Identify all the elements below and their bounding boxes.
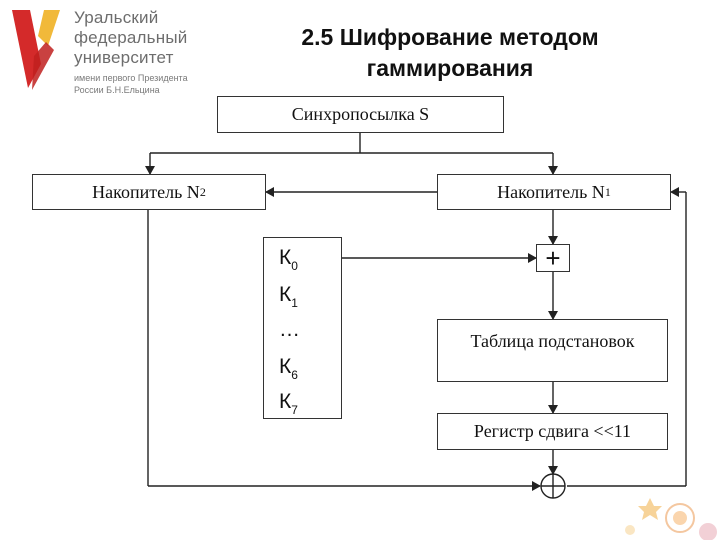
shift-register-box: Регистр сдвига <<11 <box>437 413 668 450</box>
adder-box: + <box>536 242 570 273</box>
n1-label: Накопитель N <box>497 181 605 202</box>
logo-text-line3: университет <box>74 48 174 67</box>
sbox-label: Таблица подстановок <box>470 331 635 351</box>
sync-label: Синхропосылка S <box>291 104 430 124</box>
key-1-sub: 1 <box>291 296 298 310</box>
logo-dark-shape <box>32 42 54 90</box>
key-1: К1 <box>279 283 298 310</box>
key-ellipsis: … <box>279 318 300 345</box>
key-6-main: К <box>279 355 292 378</box>
key-7-main: К <box>279 390 292 413</box>
title-line1: 2.5 Шифрование методом <box>301 24 599 50</box>
n2-label: Накопитель N <box>92 181 200 202</box>
key-0-main: К <box>279 246 292 269</box>
title-line2: гаммирования <box>366 55 534 81</box>
key-ellipsis-main: … <box>279 318 300 341</box>
key-7-sub: 7 <box>291 403 298 417</box>
n2-subscript: 2 <box>199 184 206 199</box>
n1-subscript: 1 <box>604 184 611 199</box>
logo-text-line1: Уральский <box>74 8 159 27</box>
logo-text-line2: федеральный <box>74 28 188 47</box>
key-7: К7 <box>279 390 298 417</box>
logo-yellow-shape <box>38 10 60 46</box>
key-6-sub: 6 <box>291 368 298 382</box>
shift-label: Регистр сдвига <<11 <box>473 421 632 441</box>
key-0-sub: 0 <box>291 259 298 273</box>
logo-text-line5: России Б.Н.Ельцина <box>74 85 160 95</box>
adder-symbol: + <box>545 242 561 273</box>
key-storage-box <box>263 237 342 419</box>
key-0: К0 <box>279 246 298 273</box>
sync-box: Синхропосылка S <box>217 96 504 133</box>
key-6: К6 <box>279 355 298 382</box>
corner-decoration <box>625 498 717 540</box>
sbox-box: Таблица подстановок <box>437 319 668 382</box>
slide-title: 2.5 Шифрование методом гаммирования <box>240 22 660 84</box>
logo-text-line4: имени первого Президента <box>74 73 188 83</box>
university-logo-mark <box>12 10 60 90</box>
key-1-main: К <box>279 283 292 306</box>
